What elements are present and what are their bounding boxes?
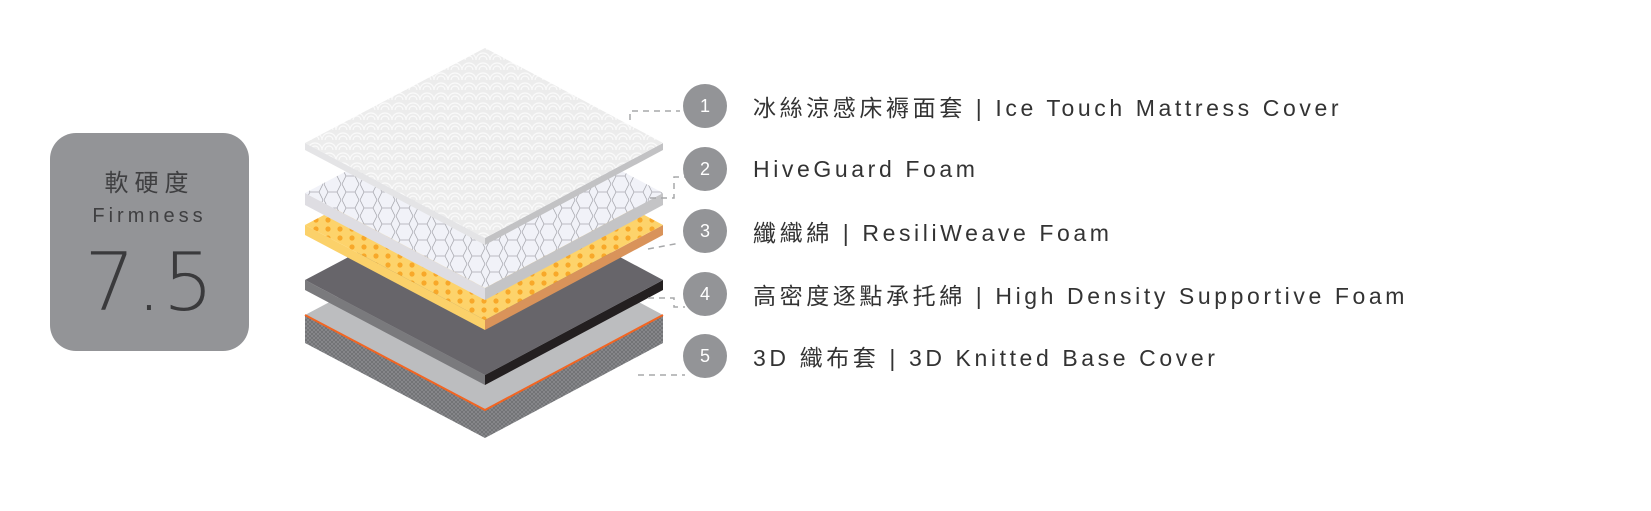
layer-number-badge: 5 bbox=[683, 334, 727, 378]
firmness-badge: 軟硬度 Firmness 7.5 bbox=[50, 133, 249, 351]
layer-number-badge: 4 bbox=[683, 272, 727, 316]
firmness-value: 7.5 bbox=[84, 236, 215, 329]
leader-lines bbox=[629, 110, 685, 376]
leader-line-2 bbox=[650, 176, 685, 199]
firmness-label-en: Firmness bbox=[92, 205, 207, 227]
layer-label-row-1: 1 冰絲涼感床褥面套 | Ice Touch Mattress Cover bbox=[683, 84, 1342, 128]
layer-label: 冰絲涼感床褥面套 | Ice Touch Mattress Cover bbox=[753, 95, 1343, 121]
layer-label-row-5: 5 3D 織布套 | 3D Knitted Base Cover bbox=[683, 334, 1219, 378]
layer-1-ice-touch-cover bbox=[305, 48, 663, 245]
layer-number-badge: 1 bbox=[683, 84, 727, 128]
layer-label: HiveGuard Foam bbox=[753, 155, 979, 182]
layer-label: 高密度逐點承托綿 | High Density Supportive Foam bbox=[753, 283, 1409, 309]
firmness-label-zh: 軟硬度 bbox=[104, 170, 195, 197]
layer-label: 3D 織布套 | 3D Knitted Base Cover bbox=[753, 345, 1219, 371]
leader-line-3 bbox=[647, 242, 681, 250]
layer-label-row-3: 3 纖織綿 | ResiliWeave Foam bbox=[683, 209, 1113, 253]
leader-line-1 bbox=[629, 110, 680, 120]
layer-number-badge: 2 bbox=[683, 147, 727, 191]
layer-label-row-2: 2 HiveGuard Foam bbox=[683, 147, 979, 191]
leader-line-4 bbox=[648, 297, 685, 308]
layer-number-badge: 3 bbox=[683, 209, 727, 253]
layer-label: 纖織綿 | ResiliWeave Foam bbox=[753, 220, 1113, 246]
layer-label-row-4: 4 高密度逐點承托綿 | High Density Supportive Foa… bbox=[683, 272, 1408, 316]
